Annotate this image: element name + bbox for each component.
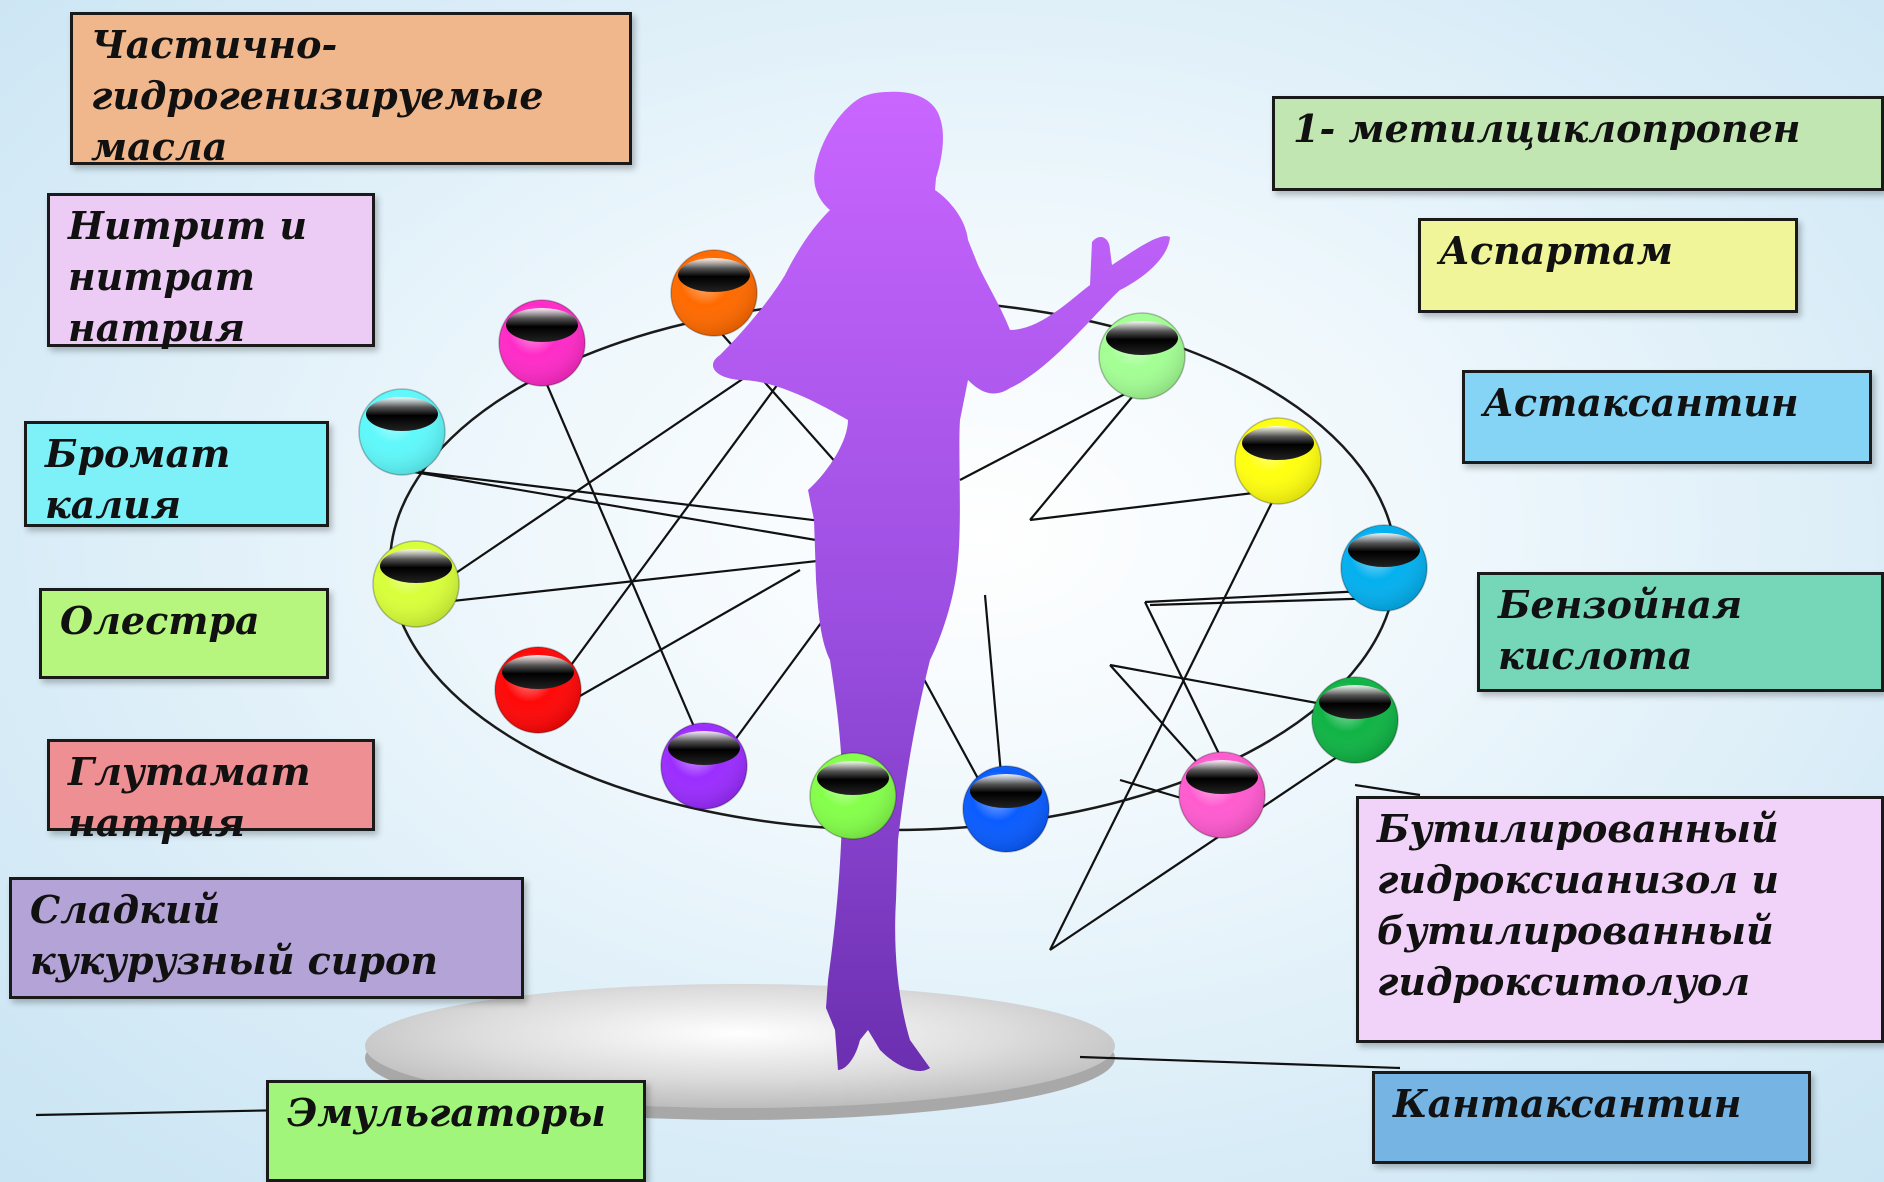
label-methylcyclopropene: 1- метилциклопропен <box>1272 96 1884 191</box>
sphere-magenta <box>499 300 585 386</box>
connector-line <box>960 385 1142 480</box>
sphere-yellow-green <box>373 541 459 627</box>
label-sodium-nitrite-nitrate: Нитрит и нитрат натрия <box>47 193 375 347</box>
sphere-yellow <box>1235 418 1321 504</box>
sphere-red <box>495 647 581 733</box>
label-bha-bht: Бутилированный гидроксианизол и бутилиро… <box>1356 796 1884 1043</box>
sphere-light-green <box>810 753 896 839</box>
label-canthaxanthin: Кантаксантин <box>1372 1071 1811 1164</box>
sphere-pink <box>1179 752 1265 838</box>
label-astaxanthin: Астаксантин <box>1462 370 1872 464</box>
label-partially-hydrogenated-oils: Частично- гидрогенизируемые масла <box>70 12 632 165</box>
label-potassium-bromate: Бромат калия <box>24 421 329 527</box>
connector-line <box>402 470 875 550</box>
sphere-mint <box>1099 313 1185 399</box>
connector-line <box>416 555 872 605</box>
label-benzoic-acid: Бензойная кислота <box>1477 572 1884 692</box>
connector-line <box>1030 490 1278 520</box>
sphere-green <box>1312 677 1398 763</box>
sphere-cyan <box>359 389 445 475</box>
connector-line <box>1080 1057 1400 1068</box>
label-aspartame: Аспартам <box>1418 218 1798 313</box>
label-olestra: Олестра <box>39 588 329 679</box>
label-emulsifiers: Эмульгаторы <box>266 1080 646 1182</box>
connector-line <box>1030 385 1142 520</box>
sphere-blue <box>963 766 1049 852</box>
sphere-purple <box>661 723 747 809</box>
label-monosodium-glutamate: Глутамат натрия <box>47 739 375 831</box>
sphere-orange <box>671 250 757 336</box>
label-corn-syrup: Сладкий кукурузный сироп <box>9 877 524 999</box>
connector-line <box>1355 785 1420 795</box>
sphere-sky-blue <box>1341 525 1427 611</box>
connector-line <box>36 1110 290 1115</box>
connector-line <box>1050 490 1278 950</box>
